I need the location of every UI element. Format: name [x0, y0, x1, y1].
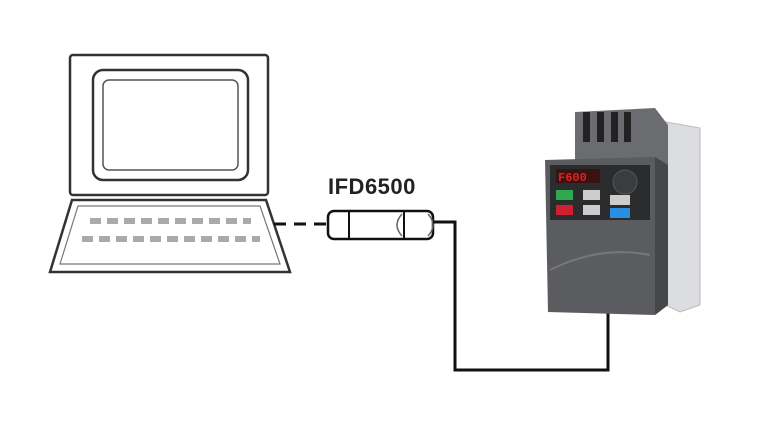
ac-drive-icon: F600 [545, 108, 701, 315]
adapter-icon [326, 209, 435, 241]
rs485-cable [433, 220, 610, 372]
computer-icon [48, 53, 292, 274]
adapter-label: IFD6500 [328, 174, 416, 199]
display-readout: F600 [558, 171, 587, 185]
keyboard-keys [82, 218, 260, 242]
